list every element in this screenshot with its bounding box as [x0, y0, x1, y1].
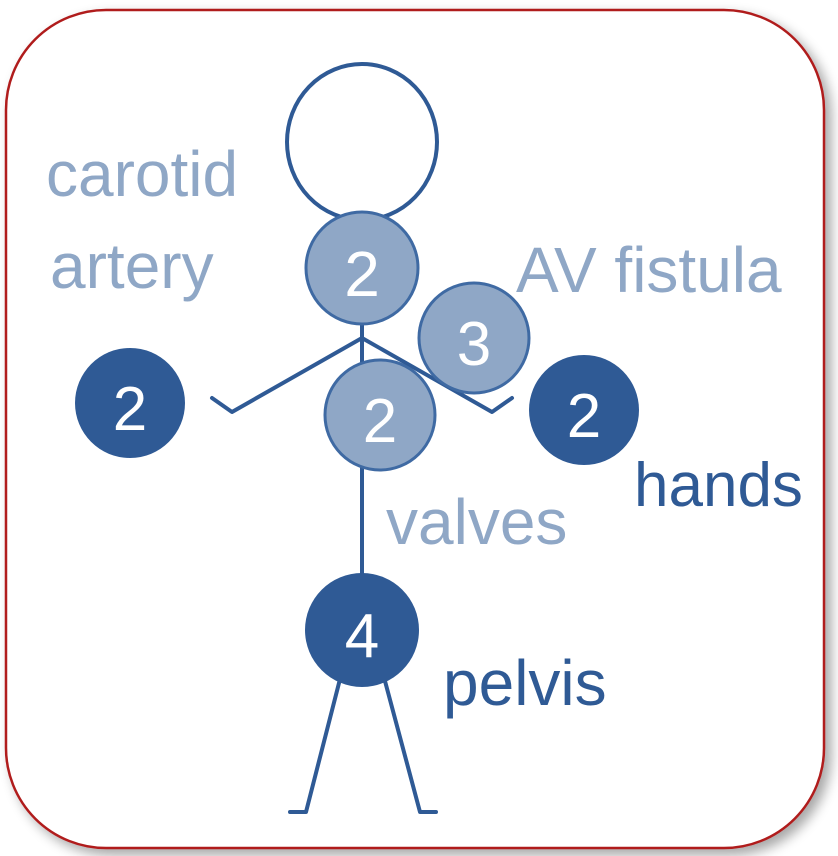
pelvis-marker-count: 4	[345, 602, 379, 671]
left-hand-marker: 2	[75, 348, 185, 458]
valves-label: valves	[386, 486, 567, 558]
valves-marker-count: 2	[363, 387, 397, 456]
pelvis-marker: 4	[305, 573, 419, 687]
carotid-marker: 2	[306, 212, 418, 324]
head-outline	[287, 64, 437, 220]
pelvis-label: pelvis	[443, 647, 607, 719]
carotid-label-line1: carotid	[46, 138, 238, 210]
av-fistula-marker-count: 3	[457, 310, 491, 379]
carotid-label-line2: artery	[50, 230, 214, 302]
left-hand-marker-count: 2	[113, 375, 147, 444]
av-fistula-marker: 3	[419, 283, 529, 393]
hands-label: hands	[634, 451, 803, 520]
carotid-marker-count: 2	[344, 238, 380, 310]
right-hand-marker: 2	[529, 355, 639, 465]
right-hand-marker-count: 2	[567, 382, 601, 451]
av-fistula-label: AV fistula	[516, 234, 782, 306]
valves-marker: 2	[325, 360, 435, 470]
